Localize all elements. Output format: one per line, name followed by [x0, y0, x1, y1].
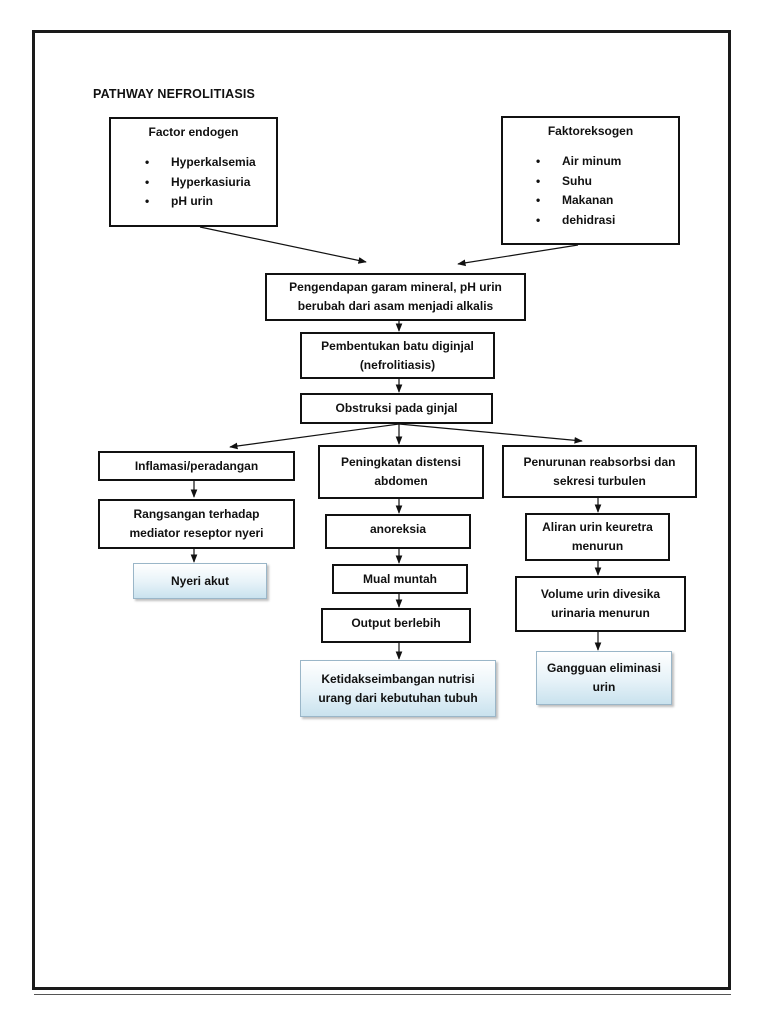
endogen-heading: Factor endogen: [148, 125, 239, 139]
pembentukan-box: Pembentukan batu diginjal (nefrolitiasis…: [300, 332, 495, 379]
anoreksia-label: anoreksia: [369, 522, 427, 536]
arrow-obstruksi-to-inflamasi: [229, 423, 400, 450]
frame-underline: [34, 994, 731, 995]
mual-muntah-box: Mual muntah: [332, 564, 468, 594]
rangsangan-line2: mediator reseptor nyeri: [129, 526, 264, 540]
gangguan-line1: Gangguan eliminasi: [546, 661, 662, 675]
penurunan-box: Penurunan reabsorbsi dan sekresi turbule…: [502, 445, 697, 498]
anoreksia-box: anoreksia: [325, 514, 471, 549]
list-item: •Hyperkasiuria: [145, 174, 251, 189]
output-berlebih-label: Output berlebih: [351, 616, 441, 630]
arrow-endogen-to-pengendapan: [199, 226, 367, 264]
list-item: •Suhu: [536, 173, 592, 188]
rangsangan-line1: Rangsangan terhadap: [133, 507, 260, 521]
arrow-eksogen-to-pengendapan: [457, 244, 579, 267]
list-item: •Makanan: [536, 193, 614, 207]
volume-line1: Volume urin divesika: [540, 587, 661, 601]
gangguan-line2: urin: [592, 680, 616, 694]
list-item: •pH urin: [145, 194, 213, 208]
ketidakseimbangan-result: Ketidakseimbangan nutrisi urang dari keb…: [300, 660, 496, 717]
eksogen-list: •Air minum •Suhu •Makanan •dehidrasi: [536, 152, 678, 230]
list-item: •Air minum: [536, 154, 622, 168]
volume-line2: urinaria menurun: [551, 606, 650, 620]
list-item: •Hyperkalsemia: [145, 155, 256, 169]
distensi-box: Peningkatan distensi abdomen: [318, 445, 484, 499]
nyeri-akut-label: Nyeri akut: [170, 573, 230, 588]
volume-urin-box: Volume urin divesika urinaria menurun: [515, 576, 686, 632]
pengendapan-line2: berubah dari asam menjadi alkalis: [297, 299, 494, 313]
inflamasi-box: Inflamasi/peradangan: [98, 451, 295, 481]
distensi-line1: Peningkatan distensi: [340, 455, 462, 469]
rangsangan-box: Rangsangan terhadap mediator reseptor ny…: [98, 499, 295, 549]
penurunan-line1: Penurunan reabsorbsi dan: [523, 455, 676, 469]
aliran-line1: Aliran urin keuretra: [542, 520, 653, 534]
gangguan-eliminasi-result: Gangguan eliminasi urin: [536, 651, 672, 705]
output-berlebih-box: Output berlebih: [321, 608, 471, 643]
eksogen-factor-box: Faktoreksogen •Air minum •Suhu •Makanan …: [501, 116, 680, 245]
aliran-line2: menurun: [571, 539, 624, 553]
aliran-urin-box: Aliran urin keuretra menurun: [525, 513, 670, 561]
pengendapan-line1: Pengendapan garam mineral, pH urin: [289, 280, 502, 294]
eksogen-heading: Faktoreksogen: [547, 124, 634, 138]
list-item: •dehidrasi: [536, 212, 616, 227]
mual-muntah-label: Mual muntah: [363, 571, 437, 586]
obstruksi-label: Obstruksi pada ginjal: [335, 401, 458, 415]
page-frame: [32, 30, 731, 990]
obstruksi-box: Obstruksi pada ginjal: [300, 393, 493, 424]
arrow-obstruksi-to-penurunan: [398, 423, 583, 444]
endogen-list: •Hyperkalsemia •Hyperkasiuria •pH urin: [145, 153, 276, 212]
inflamasi-label: Inflamasi/peradangan: [134, 458, 259, 473]
penurunan-line2: sekresi turbulen: [553, 474, 646, 488]
pengendapan-box: Pengendapan garam mineral, pH urin berub…: [265, 273, 526, 321]
nyeri-akut-result: Nyeri akut: [133, 563, 267, 599]
endogen-factor-box: Factor endogen •Hyperkalsemia •Hyperkasi…: [109, 117, 278, 227]
ketidakseimbangan-line2: urang dari kebutuhan tubuh: [318, 690, 478, 705]
ketidakseimbangan-line1: Ketidakseimbangan nutrisi: [321, 671, 475, 686]
diagram-title: PATHWAY NEFROLITIASIS: [93, 87, 256, 101]
pembentukan-line2: (nefrolitiasis): [359, 357, 436, 372]
distensi-line2: abdomen: [374, 474, 428, 488]
pembentukan-line1: Pembentukan batu diginjal: [321, 338, 474, 353]
